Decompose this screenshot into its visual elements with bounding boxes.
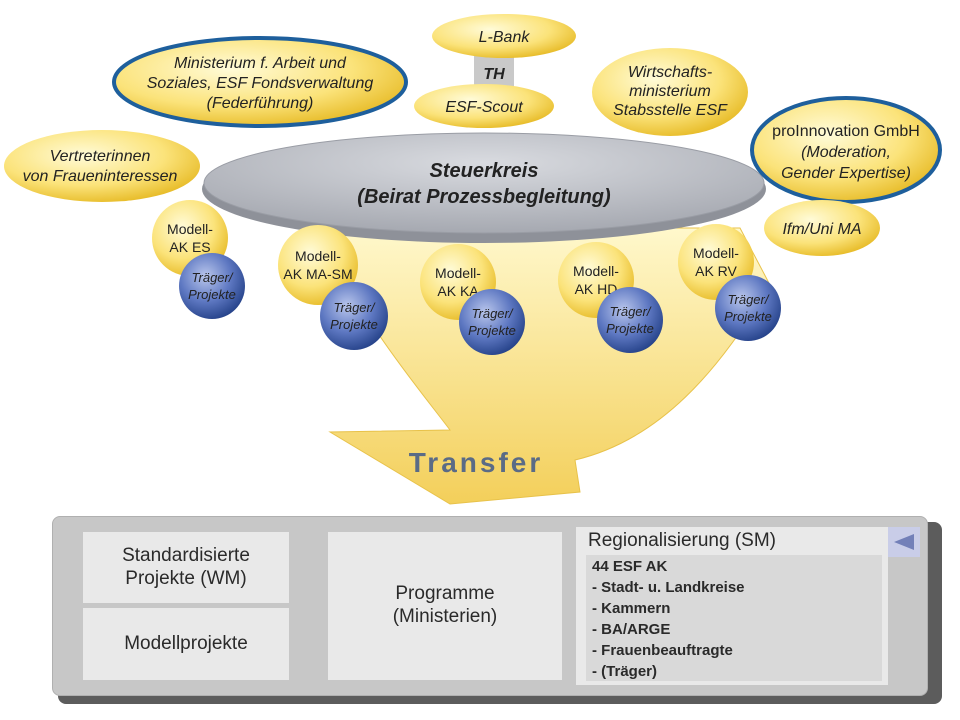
- modell-ak-ka-line-1: Modell-: [435, 265, 481, 281]
- modell-ak-hd-line-1: Modell-: [573, 263, 619, 279]
- standardisierte-line-2: Projekte (WM): [125, 567, 247, 589]
- modellprojekte-cell: Modellprojekte: [83, 608, 289, 680]
- modellprojekte-label: Modellprojekte: [124, 632, 248, 654]
- ifm-node: [764, 200, 880, 256]
- traeger-ka-line-2: Projekte: [468, 323, 516, 338]
- list-item: 44 ESF AK: [592, 558, 668, 575]
- ministerium-line-1: Ministerium f. Arbeit und: [174, 55, 347, 72]
- modell-ak-rv-line-2: AK RV: [695, 263, 737, 279]
- traeger-rv-line-1: Träger/: [728, 292, 770, 307]
- traeger-ma-sm-line-2: Projekte: [330, 317, 378, 332]
- traeger-ma-sm-line-1: Träger/: [334, 300, 376, 315]
- vertreterinnen-line-2: von Fraueninteressen: [23, 168, 178, 185]
- th-label: TH: [483, 66, 505, 83]
- wirtschaftsministerium-node: [592, 48, 748, 136]
- l-bank-label: L-Bank: [479, 29, 531, 46]
- steuerkreis-ellipse: [203, 132, 765, 234]
- standardisierte-projekte-cell: Standardisierte Projekte (WM): [83, 532, 289, 603]
- list-item: - BA/ARGE: [592, 621, 671, 638]
- traeger-ma-sm-node: [320, 282, 388, 350]
- traeger-es-node: [179, 253, 245, 319]
- traeger-ka-node: [459, 289, 525, 355]
- programme-cell: Programme (Ministerien): [328, 532, 562, 680]
- ministerium-line-3: (Federführung): [207, 95, 314, 112]
- traeger-hd-line-1: Träger/: [610, 304, 652, 319]
- triangle-left-icon: [894, 534, 914, 550]
- programme-line-1: Programme: [395, 583, 495, 605]
- modell-ak-ma-sm-node: [278, 225, 358, 305]
- modell-ak-ma-sm-line-2: AK MA-SM: [283, 266, 352, 282]
- esf-scout-label: ESF-Scout: [445, 99, 523, 116]
- steuerkreis-title: Steuerkreis: [430, 160, 539, 182]
- steuerkreis-subtitle: (Beirat Prozessbegleitung): [357, 186, 611, 208]
- wirtschaft-line-3: Stabsstelle ESF: [613, 102, 728, 119]
- traeger-rv-line-2: Projekte: [724, 309, 772, 324]
- vertreterinnen-line-1: Vertreterinnen: [50, 148, 151, 165]
- traeger-rv-node: [715, 275, 781, 341]
- traeger-hd-line-2: Projekte: [606, 321, 654, 336]
- proinnovation-node: [750, 96, 942, 204]
- back-button[interactable]: [888, 527, 920, 557]
- regionalisierung-list: 44 ESF AK - Stadt- u. Landkreise - Kamme…: [586, 555, 882, 681]
- ifm-label: Ifm/Uni MA: [782, 221, 861, 238]
- modell-ak-hd-line-2: AK HD: [575, 281, 618, 297]
- modell-ak-rv-line-1: Modell-: [693, 245, 739, 261]
- list-item: - Stadt- u. Landkreise: [592, 579, 745, 596]
- standardisierte-line-1: Standardisierte: [122, 544, 250, 566]
- transfer-label: Transfer: [409, 447, 544, 478]
- esf-scout-node: [414, 84, 554, 128]
- wirtschaft-line-2: ministerium: [629, 83, 711, 100]
- modell-ak-ka-line-2: AK KA: [437, 283, 479, 299]
- proinnovation-line-3: Gender Expertise): [781, 165, 911, 182]
- vertreterinnen-node: [4, 130, 200, 202]
- regionalisierung-title: Regionalisierung (SM): [588, 530, 776, 551]
- list-item: - Frauenbeauftragte: [592, 642, 733, 659]
- modell-ak-es-line-1: Modell-: [167, 221, 213, 237]
- wirtschaft-line-1: Wirtschafts-: [628, 64, 712, 81]
- ministerium-node: [112, 36, 408, 128]
- regionalisierung-cell: Regionalisierung (SM) 44 ESF AK - Stadt-…: [576, 527, 888, 685]
- programme-line-2: (Ministerien): [392, 606, 498, 627]
- list-item: - Kammern: [592, 600, 671, 617]
- modell-ak-es-line-2: AK ES: [169, 239, 210, 255]
- traeger-ka-line-1: Träger/: [472, 306, 514, 321]
- ministerium-line-2: Soziales, ESF Fondsverwaltung: [147, 75, 374, 92]
- proinnovation-line-2: (Moderation,: [801, 144, 891, 161]
- list-item: - (Träger): [592, 663, 658, 680]
- l-bank-node: [432, 14, 576, 58]
- proinnovation-line-1: proInnovation GmbH: [772, 123, 920, 140]
- traeger-hd-node: [597, 287, 663, 353]
- traeger-es-line-1: Träger/: [192, 270, 234, 285]
- traeger-es-line-2: Projekte: [188, 287, 236, 302]
- modell-ak-ma-sm-line-1: Modell-: [295, 248, 341, 264]
